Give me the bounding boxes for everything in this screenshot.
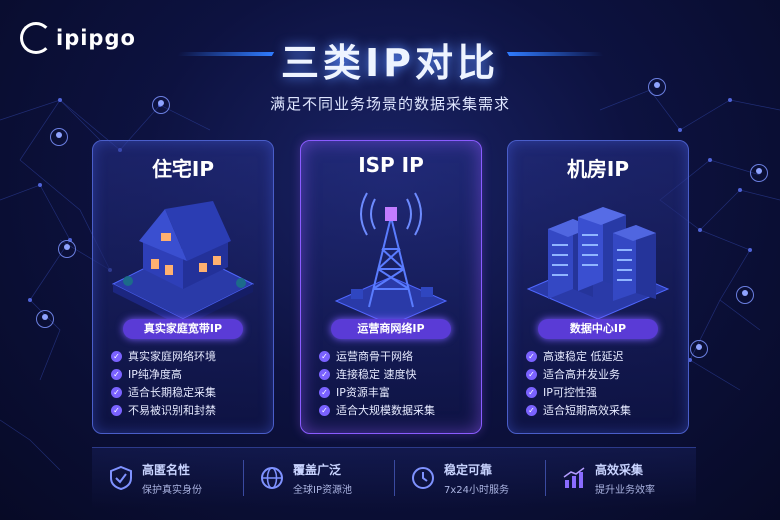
benefit-title: 高效采集 <box>595 462 644 477</box>
card-badge: 真实家庭宽带IP <box>123 319 243 339</box>
feature-item: ✓IP资源丰富 <box>319 383 435 401</box>
card-residential-ip: 住宅IP 真实家庭宽带IP ✓真实家庭网络环境 ✓IP纯净度高 ✓适合长期稳定采… <box>92 140 274 434</box>
feature-item: ✓适合长期稳定采集 <box>111 383 216 401</box>
brand-logo: ipipgo <box>20 22 136 54</box>
feature-item: ✓适合高并发业务 <box>526 365 631 383</box>
check-icon: ✓ <box>526 368 537 380</box>
benefit-subtitle: 7x24小时服务 <box>444 484 510 496</box>
benefit-subtitle: 保护真实身份 <box>142 484 202 496</box>
feature-list: ✓运营商骨干网络 ✓连接稳定 速度快 ✓IP资源丰富 ✓适合大规模数据采集 <box>319 347 435 419</box>
globe-icon <box>261 467 283 489</box>
check-icon: ✓ <box>111 404 122 416</box>
user-node-icon <box>648 78 666 96</box>
benefit-subtitle: 提升业务效率 <box>595 484 655 496</box>
feature-item: ✓IP可控性强 <box>526 383 631 401</box>
benefit-subtitle: 全球IP资源池 <box>293 484 352 496</box>
server-icon <box>526 207 670 320</box>
user-node-icon <box>36 310 54 328</box>
feature-list: ✓真实家庭网络环境 ✓IP纯净度高 ✓适合长期稳定采集 ✓不易被识别和封禁 <box>111 347 216 419</box>
tower-icon <box>334 192 448 326</box>
benefit-item: 高效采集 提升业务效率 <box>545 448 696 508</box>
house-icon <box>111 201 255 327</box>
check-icon: ✓ <box>319 350 330 362</box>
feature-item: ✓适合大规模数据采集 <box>319 401 435 419</box>
check-icon: ✓ <box>319 404 330 416</box>
user-node-icon <box>58 240 76 258</box>
benefit-item: 高匿名性 保护真实身份 <box>92 448 243 508</box>
user-node-icon <box>690 340 708 358</box>
user-node-icon <box>750 164 768 182</box>
feature-item: ✓运营商骨干网络 <box>319 347 435 365</box>
feature-item: ✓高速稳定 低延迟 <box>526 347 631 365</box>
card-datacenter-ip: 机房IP 数据中心IP ✓高速稳定 低延迟 ✓适合高并发业务 ✓IP可控性强 ✓… <box>507 140 689 434</box>
feature-item: ✓不易被识别和封禁 <box>111 401 216 419</box>
feature-list: ✓高速稳定 低延迟 ✓适合高并发业务 ✓IP可控性强 ✓适合短期高效采集 <box>526 347 631 419</box>
feature-item: ✓IP纯净度高 <box>111 365 216 383</box>
user-node-icon <box>50 128 68 146</box>
clock-icon <box>412 467 434 489</box>
logo-text: ipipgo <box>56 26 136 50</box>
card-title: 机房IP <box>566 157 630 181</box>
check-icon: ✓ <box>111 386 122 398</box>
check-icon: ✓ <box>319 386 330 398</box>
page-subtitle: 满足不同业务场景的数据采集需求 <box>269 95 510 113</box>
page-title: 三类IP对比 <box>281 41 499 85</box>
feature-item: ✓适合短期高效采集 <box>526 401 631 419</box>
shield-check-icon <box>110 465 132 491</box>
bar-chart-icon <box>563 467 585 488</box>
check-icon: ✓ <box>526 386 537 398</box>
check-icon: ✓ <box>526 350 537 362</box>
card-isp-ip: ISP IP 运营商网络IP ✓运营商骨干网络 ✓连接稳定 速度快 ✓IP资源丰… <box>300 140 482 434</box>
benefit-title: 稳定可靠 <box>444 462 493 477</box>
user-node-icon <box>736 286 754 304</box>
feature-item: ✓连接稳定 速度快 <box>319 365 435 383</box>
card-badge: 运营商网络IP <box>331 319 451 339</box>
card-badge: 数据中心IP <box>538 319 658 339</box>
check-icon: ✓ <box>319 368 330 380</box>
feature-item: ✓真实家庭网络环境 <box>111 347 216 365</box>
card-title: 住宅IP <box>151 157 215 181</box>
benefit-item: 稳定可靠 7x24小时服务 <box>394 448 545 508</box>
check-icon: ✓ <box>111 368 122 380</box>
logo-ring-icon <box>20 22 52 54</box>
benefit-title: 高匿名性 <box>142 462 191 477</box>
benefit-item: 覆盖广泛 全球IP资源池 <box>243 448 394 508</box>
benefit-title: 覆盖广泛 <box>293 462 342 477</box>
card-title: ISP IP <box>358 153 424 177</box>
user-node-icon <box>152 96 170 114</box>
benefits-bar: 高匿名性 保护真实身份 覆盖广泛 全球IP资源池 稳定可靠 7x24小时服务 高… <box>92 447 696 508</box>
check-icon: ✓ <box>526 404 537 416</box>
check-icon: ✓ <box>111 350 122 362</box>
